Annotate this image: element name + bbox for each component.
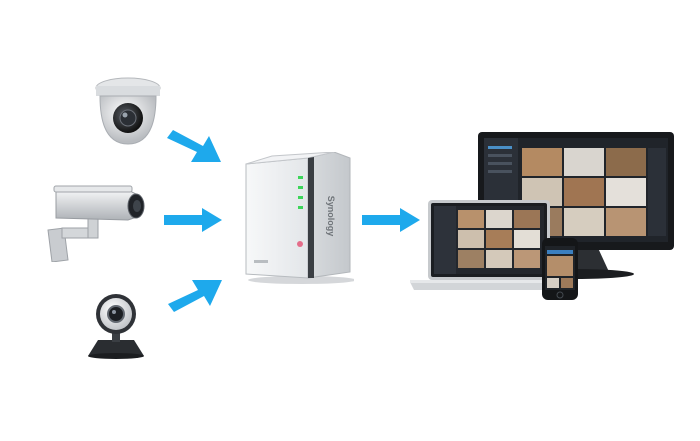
arrow-nas-to-viewers	[362, 208, 422, 232]
laptop-icon	[410, 200, 558, 292]
arrow-dome-to-nas	[165, 128, 225, 166]
nas-brand-logo: Synology	[326, 196, 336, 237]
arrow-bullet-to-nas	[164, 208, 224, 232]
surveillance-grid	[522, 148, 646, 236]
webcam-icon	[86, 290, 146, 360]
bullet-camera-icon	[44, 182, 146, 262]
dome-camera-icon	[92, 74, 164, 148]
arrow-webcam-to-nas	[166, 276, 226, 314]
smartphone-icon	[542, 238, 578, 300]
nas-server-icon: Synology	[242, 152, 354, 284]
